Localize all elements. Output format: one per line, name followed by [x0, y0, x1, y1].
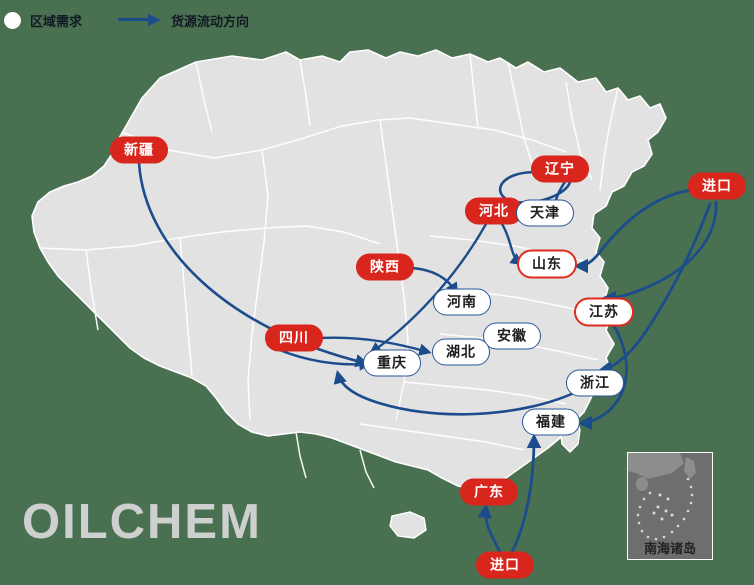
flow-imports-fujian [510, 433, 542, 554]
china-outline [31, 49, 667, 491]
oilchem-watermark: OILCHEM [22, 495, 262, 549]
legend-item-supply-flow: 货源流动方向 [118, 11, 249, 30]
node-pill-jiangsu[interactable]: 江苏 [574, 297, 634, 327]
node-pill-shandong[interactable]: 山东 [517, 249, 577, 279]
node-pill-tianjin[interactable]: 天津 [516, 199, 574, 227]
flow-importne-zhejiang [597, 202, 712, 376]
node-pill-fujian[interactable]: 福建 [522, 408, 580, 436]
node-pill-zhejiang[interactable]: 浙江 [566, 369, 624, 397]
node-pill-anhui[interactable]: 安徽 [483, 322, 541, 350]
inset-dotted-line [636, 477, 694, 541]
node-pill-xinjiang[interactable]: 新疆 [110, 136, 168, 164]
inset-hainan [636, 477, 648, 491]
hainan-shape [389, 511, 427, 539]
node-pill-shaanxi[interactable]: 陕西 [356, 253, 414, 281]
white-circle-icon [4, 11, 21, 29]
flow-zhejiang-chongqing [333, 369, 578, 416]
node-pill-import-s[interactable]: 进口 [476, 551, 534, 579]
node-pill-sichuan[interactable]: 四川 [265, 324, 323, 352]
inset-landmass [628, 453, 684, 479]
inset-island [684, 457, 696, 479]
south-china-sea-inset [627, 452, 713, 560]
flow-importne-shandong [573, 188, 694, 274]
flow-importne-jiangsu [601, 200, 718, 306]
legend-label-regional-demand: 区域需求 [30, 13, 83, 29]
map-landmass [31, 49, 667, 539]
node-pill-hebei[interactable]: 河北 [465, 197, 523, 225]
legend-item-regional-demand: 区域需求 [0, 11, 82, 30]
node-pill-henan[interactable]: 河南 [433, 288, 491, 316]
flow-imports-guangdong [477, 503, 502, 554]
flow-sichuan-hubei [318, 336, 432, 356]
legend: 区域需求 货源流动方向 [0, 8, 249, 32]
legend-label-supply-flow: 货源流动方向 [171, 13, 250, 29]
node-pill-hubei[interactable]: 湖北 [432, 338, 490, 366]
flow-jiangsu-fujian [577, 324, 628, 431]
arrow-right-icon [118, 13, 162, 27]
node-pill-chongqing[interactable]: 重庆 [363, 349, 421, 377]
node-pill-liaoning[interactable]: 辽宁 [531, 155, 589, 183]
node-pill-guangdong[interactable]: 广东 [460, 478, 518, 506]
node-pill-import-ne[interactable]: 进口 [688, 172, 746, 200]
inset-label-south-china-sea: 南海诸岛 [644, 541, 697, 556]
